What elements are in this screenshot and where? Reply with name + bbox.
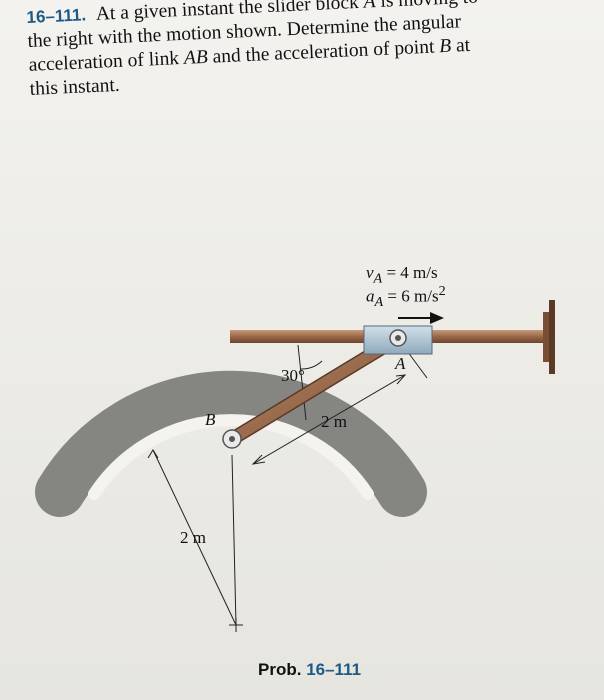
slider-block-a xyxy=(363,325,433,355)
curved-guide xyxy=(35,370,427,517)
point-b-label: B xyxy=(205,410,216,429)
velocity-arrow xyxy=(398,312,444,324)
radius-line-center xyxy=(231,454,237,626)
angle-arc xyxy=(299,360,323,370)
link-length-label: 2 m xyxy=(321,412,347,431)
radius-label: 2 m xyxy=(180,528,206,547)
vertical-reference-line xyxy=(297,344,307,421)
figure-caption: Prob. 16–111 xyxy=(258,660,362,679)
pin-b xyxy=(222,429,242,449)
angle-label: 30° xyxy=(281,366,305,385)
link-dim-arrow-b xyxy=(395,374,407,385)
link-ab xyxy=(225,332,404,446)
guide-slot xyxy=(88,414,374,500)
link-dimension-line xyxy=(252,374,406,465)
radius-arrow xyxy=(147,449,159,459)
velocity-label: vA = 4 m/s xyxy=(366,263,438,287)
guide-outer xyxy=(35,370,427,517)
acceleration-label: aA = 6 m/s2 xyxy=(366,283,446,311)
point-a-label: A xyxy=(395,354,406,373)
link-dim-arrow-a xyxy=(251,454,266,465)
radius-line-slot xyxy=(152,449,237,626)
